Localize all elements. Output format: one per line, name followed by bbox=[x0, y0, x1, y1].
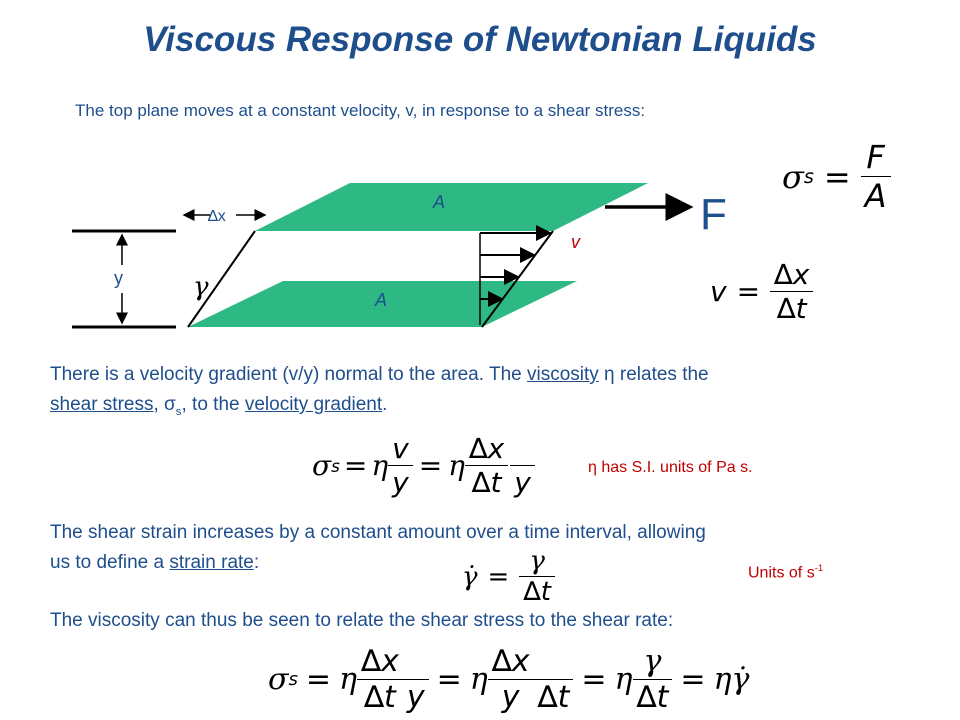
strain-units: Units of s-1 bbox=[748, 563, 824, 582]
units-note: η has S.I. units of Pa s. bbox=[588, 459, 753, 476]
area-bottom-label: A bbox=[375, 290, 388, 310]
strain-rate-equation: γ̇ = γ∆t bbox=[462, 546, 555, 607]
intro-text: The top plane moves at a constant veloci… bbox=[75, 101, 646, 120]
page-title: Viscous Response of Newtonian Liquids bbox=[143, 20, 817, 59]
gradient-paragraph: There is a velocity gradient (v/y) norma… bbox=[50, 364, 709, 418]
final-text: The viscosity can thus be seen to relate… bbox=[50, 610, 674, 631]
viscosity-equation: σs = η vy = η ∆x∆t ​y bbox=[312, 432, 535, 499]
velocity-equation: v = ∆x∆t bbox=[710, 258, 814, 325]
force-label: F bbox=[700, 190, 727, 239]
y-label: y bbox=[114, 268, 123, 288]
strain-paragraph: The shear strain increases by a constant… bbox=[50, 522, 706, 573]
area-top-label: A bbox=[433, 192, 446, 212]
gamma-label: γ bbox=[193, 272, 209, 302]
dx-label: ∆x bbox=[208, 208, 226, 225]
final-equation: σs = η ∆x∆t ​y = η ∆xy ​∆t = η γ∆t = ηγ̇ bbox=[268, 644, 750, 715]
velocity-label: v bbox=[571, 232, 580, 252]
shear-diagram bbox=[72, 183, 694, 329]
top-plate bbox=[255, 183, 648, 231]
